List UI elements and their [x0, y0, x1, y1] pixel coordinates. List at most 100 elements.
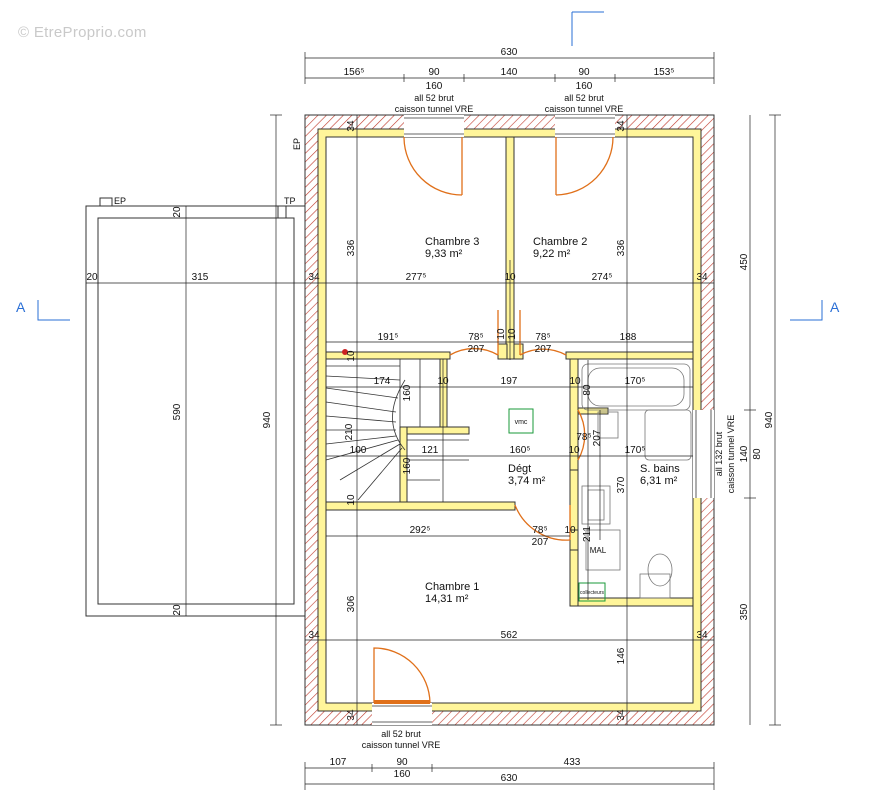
- dim: 370: [616, 476, 627, 493]
- dim: 210: [344, 423, 355, 440]
- dim: 336: [616, 239, 627, 256]
- dim: 197: [501, 376, 518, 387]
- opening-note: 160: [426, 81, 443, 92]
- room-name: Chambre 3: [425, 236, 479, 248]
- dim: 188: [620, 332, 637, 343]
- dim: 940: [262, 411, 273, 428]
- opening-note: caisson tunnel VRE: [395, 104, 474, 114]
- dim: 107: [330, 757, 347, 768]
- dimension-lines: [86, 52, 781, 790]
- dim: 34: [308, 630, 320, 641]
- dim: 78⁵: [576, 432, 591, 443]
- dim: 34: [346, 120, 357, 132]
- room-area: 14,31 m²: [425, 593, 469, 605]
- dim: 211: [582, 526, 593, 542]
- terrace: [85, 197, 306, 617]
- collecteurs-box: [578, 582, 606, 602]
- dim: 146: [616, 647, 627, 664]
- dim: 350: [739, 603, 750, 620]
- dim: 562: [501, 630, 518, 641]
- dim: 433: [564, 757, 581, 768]
- interior-partitions: [325, 136, 694, 607]
- dim: 174: [374, 376, 391, 387]
- dim: 160: [402, 384, 413, 401]
- dim: 207: [532, 537, 549, 548]
- red-dot: [342, 349, 348, 355]
- room-area: 9,22 m²: [533, 248, 571, 260]
- watermark: © EtreProprio.com: [18, 24, 147, 41]
- dim: 315: [192, 272, 209, 283]
- dim: 34: [308, 272, 320, 283]
- room-name: Dégt: [508, 463, 531, 475]
- ep-top-label: EP: [114, 196, 126, 206]
- dim: 140: [501, 67, 518, 78]
- dim: 630: [501, 773, 518, 784]
- dim: 140: [739, 445, 750, 462]
- dim: 78⁵: [532, 525, 547, 536]
- section-marker-right: A: [830, 299, 840, 315]
- dim: 160⁵: [510, 445, 531, 456]
- dim: 170⁵: [625, 445, 646, 456]
- dim: 100: [350, 445, 367, 456]
- staircase: [325, 359, 469, 501]
- room-area: 9,33 m²: [425, 248, 463, 260]
- dim: 630: [501, 47, 518, 58]
- room-area: 3,74 m²: [508, 475, 546, 487]
- dim: 34: [616, 709, 627, 721]
- dim: 207: [468, 344, 485, 355]
- dim: 292⁵: [410, 525, 431, 536]
- dim: 121: [422, 445, 439, 456]
- dimension-texts: 630 156⁵ 90 140 90 153⁵ 107 90 433 160 6…: [86, 47, 775, 784]
- dim: 34: [696, 272, 708, 283]
- dim: 10: [346, 350, 357, 362]
- opening-note: 160: [576, 81, 593, 92]
- dim: 940: [764, 411, 775, 428]
- dim: 274⁵: [592, 272, 613, 283]
- dim: 207: [535, 344, 552, 355]
- vmc-box: [508, 408, 534, 434]
- room-name: Chambre 2: [533, 236, 587, 248]
- dim: 191⁵: [378, 332, 399, 343]
- dim: 10: [496, 328, 507, 340]
- dim: 80: [752, 448, 763, 460]
- dim: 207: [592, 429, 603, 446]
- mal-label: MAL: [590, 546, 607, 555]
- dim: 10: [564, 525, 576, 536]
- dim: 277⁵: [406, 272, 427, 283]
- collecteurs-label: collecteurs: [580, 590, 604, 596]
- dim: 78⁵: [535, 332, 550, 343]
- dim: 90: [396, 757, 408, 768]
- dim: 156⁵: [344, 67, 365, 78]
- opening-note: all 52 brut: [414, 93, 454, 103]
- opening-note: all 52 brut: [381, 729, 421, 739]
- dim: 160: [394, 769, 411, 780]
- opening-note: all 132 brut: [714, 431, 724, 476]
- dim: 10: [346, 494, 357, 506]
- dim: 336: [346, 239, 357, 256]
- room-name: S. bains: [640, 463, 680, 475]
- dim: 10: [437, 376, 449, 387]
- opening-notes: 160 all 52 brut caisson tunnel VRE 160 a…: [362, 81, 736, 750]
- dim: 153⁵: [654, 67, 675, 78]
- dim: 10: [568, 445, 580, 456]
- tp-label: TP: [284, 196, 296, 206]
- room-labels: Chambre 3 9,33 m² Chambre 2 9,22 m² Dégt…: [425, 236, 680, 605]
- opening-note: caisson tunnel VRE: [545, 104, 624, 114]
- dim: 450: [739, 253, 750, 270]
- dim: 90: [428, 67, 440, 78]
- vmc-label: vmc: [515, 419, 528, 426]
- ep-side-label: EP: [292, 138, 302, 150]
- dim: 10: [569, 376, 581, 387]
- dim: 20: [172, 206, 183, 218]
- opening-note: caisson tunnel VRE: [726, 415, 736, 494]
- room-area: 6,31 m²: [640, 475, 678, 487]
- section-markers: [37, 11, 823, 321]
- opening-note: caisson tunnel VRE: [362, 740, 441, 750]
- doors: [373, 136, 614, 704]
- dim: 170⁵: [625, 376, 646, 387]
- dim: 10: [507, 328, 518, 340]
- dim: 20: [172, 604, 183, 616]
- dim: 90: [578, 67, 590, 78]
- dim: 160: [402, 457, 413, 474]
